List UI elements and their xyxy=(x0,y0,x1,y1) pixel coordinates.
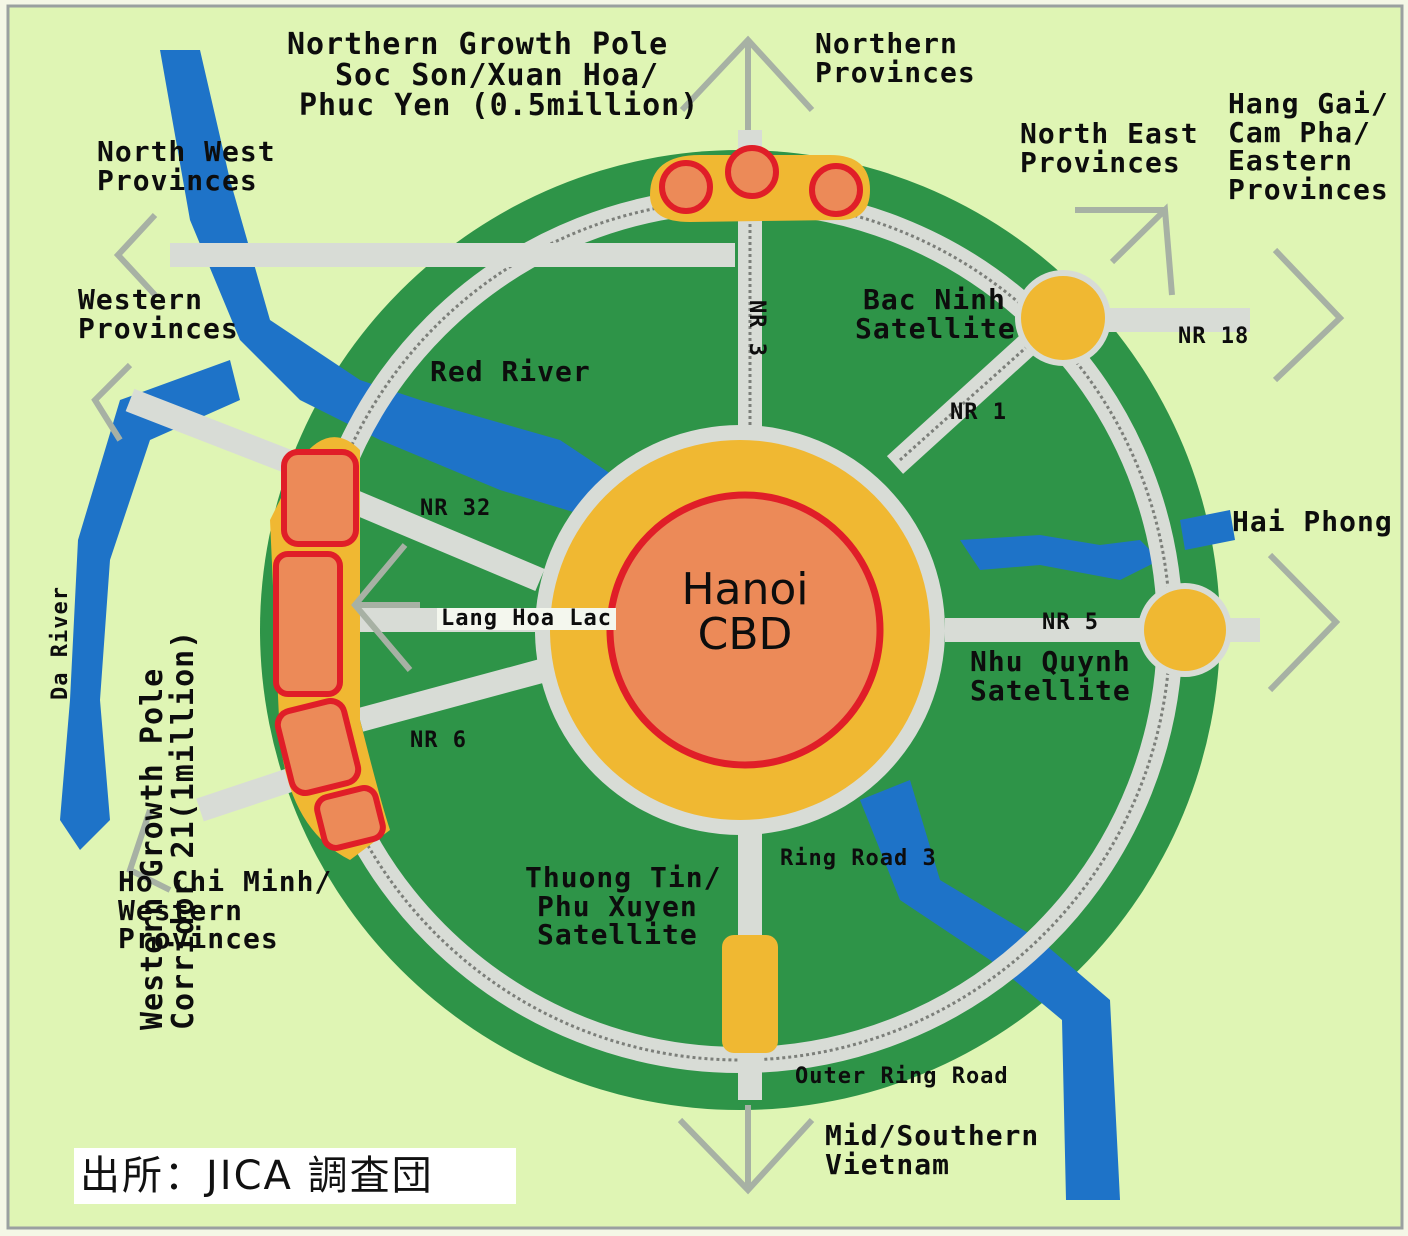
nr5-label: NR 5 xyxy=(1042,610,1099,635)
nr6-label: NR 6 xyxy=(410,728,467,753)
bac-ninh-satellite xyxy=(1015,270,1111,366)
hang-gai-label: Hang Gai/ Cam Pha/ Eastern Provinces xyxy=(1228,87,1389,206)
pole-node xyxy=(281,449,359,547)
red-river xyxy=(160,50,620,520)
thuong-tin-satellite xyxy=(722,935,778,1053)
northern-growth-pole-label: Northern Growth Pole Soc Son/Xuan Hoa/ P… xyxy=(287,27,700,124)
mid-southern-label: Mid/Southern Vietnam xyxy=(825,1119,1040,1181)
hanoi-cbd-label: Hanoi CBD xyxy=(681,564,809,660)
radial-road-centers xyxy=(748,200,1041,462)
bac-ninh-label: Bac Ninh Satellite xyxy=(855,283,1016,345)
source-caption: 出所：JICA 調査団 xyxy=(74,1148,516,1204)
nr1-label: NR 1 xyxy=(950,400,1007,425)
north-east-provinces-label: North East Provinces xyxy=(1020,117,1199,179)
river-east xyxy=(960,535,1160,580)
pole-node xyxy=(273,551,343,697)
pole-node xyxy=(274,697,362,797)
nr32-label: NR 32 xyxy=(420,496,492,521)
da-river xyxy=(60,360,240,850)
river-east-2 xyxy=(1180,510,1235,550)
lang-hoa-lac-label: Lang Hoa Lac xyxy=(437,607,616,631)
pole-node xyxy=(809,163,863,217)
thuong-tin-label: Thuong Tin/ Phu Xuyen Satellite xyxy=(525,861,722,952)
nhu-quynh-satellite xyxy=(1138,583,1232,677)
pole-node xyxy=(659,160,713,214)
western-growth-pole-label: Western Growth Pole Corridor 21(1million… xyxy=(135,629,201,1030)
red-river-label: Red River xyxy=(430,355,591,388)
nr18-label: NR 18 xyxy=(1178,324,1250,349)
pole-node xyxy=(725,145,779,199)
ho-chi-minh-label: Ho Chi Minh/ Western Provinces xyxy=(118,865,333,956)
river-south xyxy=(860,780,1120,1200)
nhu-quynh-label: Nhu Quynh Satellite xyxy=(970,645,1131,707)
outer-ring-road-label: Outer Ring Road xyxy=(795,1064,1009,1089)
ring-road-3-label: Ring Road 3 xyxy=(780,846,937,871)
north-west-provinces-label: North West Provinces xyxy=(97,135,276,197)
direction-arrows xyxy=(91,35,1345,1195)
pole-node xyxy=(314,785,386,851)
nr3-label: NR 3 xyxy=(744,300,769,357)
western-provinces-label: Western Provinces xyxy=(78,283,239,345)
da-river-label: Da River xyxy=(48,586,73,700)
hai-phong-label: Hai Phong xyxy=(1232,505,1393,538)
northern-provinces-label: Northern Provinces xyxy=(815,27,976,89)
